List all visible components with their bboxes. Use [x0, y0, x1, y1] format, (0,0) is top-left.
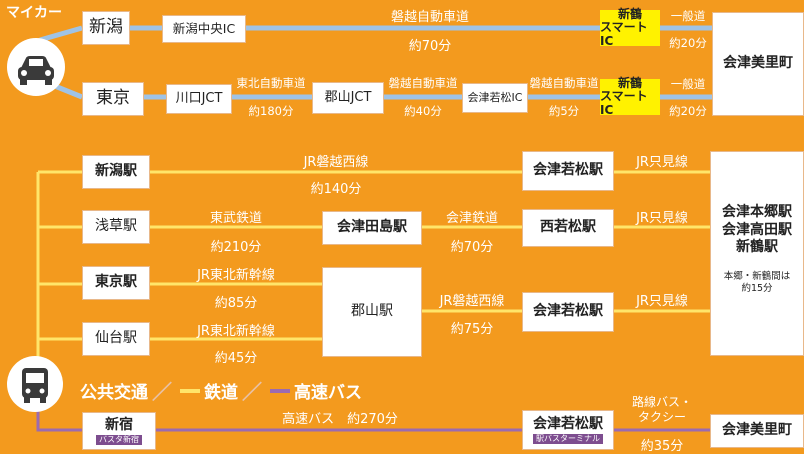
dest-note-line: 約15分: [741, 282, 773, 294]
station-tokyo: 東京駅: [82, 266, 150, 300]
local-road-label: 一般道: [670, 77, 706, 91]
road-label: 磐越自動車道: [390, 10, 470, 25]
station-nishiwakamatsu: 西若松駅: [522, 209, 614, 247]
jct-koriyama: 郡山JCT: [312, 82, 384, 114]
time-label: 約5分: [548, 104, 580, 118]
taxi-label: タクシー: [637, 410, 687, 424]
time-label: 約70分: [450, 240, 494, 255]
local-time-label: 約20分: [669, 104, 707, 118]
road-label: 磐越自動車道: [388, 76, 458, 90]
bus-line: [36, 405, 82, 432]
station-sendai: 仙台駅: [82, 322, 150, 356]
line-label: JR磐越西線: [439, 294, 505, 309]
bus-origin-name: 新宿: [105, 416, 133, 433]
line-label: 東武鉄道: [209, 211, 263, 226]
time-label: 約180分: [248, 104, 294, 118]
station-niigata: 新潟駅: [82, 155, 150, 189]
station-asakusa: 浅草駅: [82, 210, 150, 244]
line-label: JR只見線: [636, 294, 688, 309]
road-label: 東北自動車道: [236, 76, 306, 90]
line-label: JR東北新幹線: [197, 324, 275, 339]
destination-stations: 会津本郷駅 会津高田駅 新鶴駅 本郷・新鶴間は 約15分: [710, 151, 804, 356]
ic-aizuwakamatsu: 会津若松IC: [462, 83, 528, 113]
legend-public: 公共交通: [80, 383, 148, 403]
station-aizuwakamatsu: 会津若松駅: [522, 292, 614, 332]
line-label: JR磐越西線: [303, 155, 369, 170]
legend-bus: 高速バス: [294, 383, 362, 403]
bus-hub-aizuwakamatsu: 会津若松駅 駅バスターミナル: [522, 410, 614, 450]
time-label: 約85分: [214, 296, 258, 311]
ic-niitsuru-smart: 新鶴 スマートIC: [600, 7, 660, 48]
time-label: 約70分: [408, 39, 452, 54]
bus-time-label: 約35分: [640, 439, 684, 454]
line-label: JR只見線: [636, 211, 688, 226]
station-aizutajima: 会津田島駅: [322, 211, 422, 245]
car-title: マイカー: [6, 5, 62, 21]
dest-station: 新鶴駅: [736, 239, 778, 255]
bus-origin-sub: バスタ新宿: [96, 435, 142, 446]
ic-type: スマートIC: [600, 20, 648, 48]
line-label: JR只見線: [636, 155, 688, 170]
local-bus-label: 路線バス・: [631, 395, 693, 409]
station-koriyama: 郡山駅: [322, 267, 422, 357]
dest-station: 会津本郷駅: [722, 204, 792, 220]
road-line: [39, 25, 83, 43]
legend-rail: 鉄道: [204, 383, 238, 403]
car-icon: [7, 38, 65, 96]
local-time-label: 約20分: [669, 36, 707, 50]
legend-separator: ／: [152, 380, 172, 404]
bus-hub-sub: 駅バスターミナル: [533, 434, 603, 445]
legend-bus-swatch: [270, 388, 290, 393]
destination-aizumisato-bus: 会津美里町: [710, 414, 804, 448]
local-road-label: 一般道: [670, 9, 706, 23]
dest-station: 会津高田駅: [722, 221, 792, 238]
destination-aizumisato-car: 会津美里町: [712, 12, 804, 116]
time-label: 約40分: [404, 104, 442, 118]
ic-niitsuru-smart: 新鶴 スマートIC: [600, 76, 660, 117]
origin-niigata: 新潟: [82, 11, 130, 45]
station-aizuwakamatsu: 会津若松駅: [522, 151, 614, 191]
legend: 公共交通 ／ 鉄道 ／ 高速バス: [80, 376, 362, 405]
time-label: 約75分: [450, 322, 494, 337]
bus-origin-shinjuku: 新宿 バスタ新宿: [82, 412, 156, 450]
jct-kawaguchi: 川口JCT: [166, 84, 232, 114]
legend-rail-swatch: [180, 388, 200, 393]
ic-name: 新鶴: [617, 7, 642, 22]
line-label: 会津鉄道: [445, 211, 499, 226]
line-label: JR東北新幹線: [197, 268, 275, 283]
time-label: 約140分: [310, 182, 362, 197]
bus-hub-name: 会津若松駅: [533, 415, 603, 432]
time-label: 約210分: [210, 240, 262, 255]
bus-route-label: 高速バス 約270分: [282, 412, 398, 427]
legend-separator: ／: [242, 380, 262, 404]
ic-type: スマートIC: [600, 89, 648, 117]
dest-note: 本郷・新鶴間は 約15分: [724, 271, 791, 296]
time-label: 約45分: [214, 351, 258, 366]
origin-tokyo: 東京: [82, 82, 144, 116]
road-label: 磐越自動車道: [529, 76, 599, 90]
bus-icon: [7, 356, 63, 412]
dest-note-line: 本郷・新鶴間は: [723, 270, 791, 282]
ic-niigata-chuo: 新潟中央IC: [162, 15, 246, 43]
ic-name: 新鶴: [617, 76, 642, 91]
